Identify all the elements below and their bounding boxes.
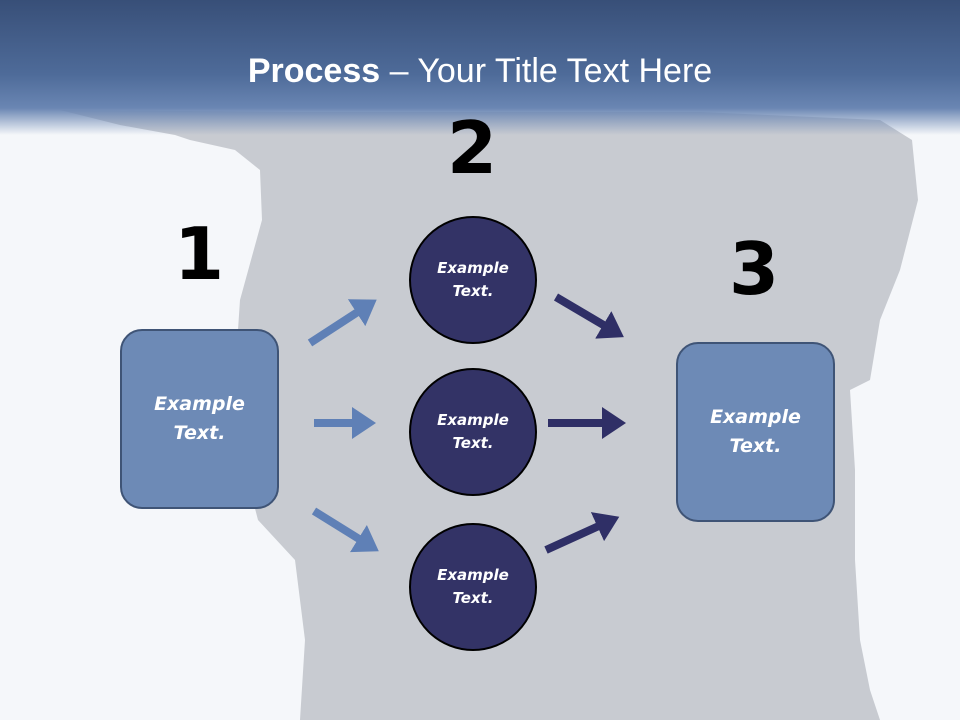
step-number-2: 2 bbox=[446, 106, 498, 190]
circle-text-line1: Example bbox=[437, 411, 509, 429]
circle-text-line1: Example bbox=[437, 566, 509, 584]
box-text-line1: Example bbox=[710, 406, 801, 428]
box-text-line2: Text. bbox=[173, 422, 226, 444]
step-number-1: 1 bbox=[173, 212, 225, 296]
arrow-from-circle-bottom bbox=[544, 512, 620, 554]
arrow-to-circle-top bbox=[307, 299, 377, 347]
circle-text-line2: Text. bbox=[452, 434, 494, 452]
title-rest: – Your Title Text Here bbox=[380, 52, 713, 90]
title-bold: Process bbox=[247, 52, 381, 90]
circle-text-line1: Example bbox=[437, 259, 509, 277]
title-bar bbox=[0, 0, 960, 135]
circle-text-line2: Text. bbox=[452, 589, 494, 607]
box-text-line2: Text. bbox=[729, 435, 782, 457]
slide-title: Process – Your Title Text Here bbox=[0, 52, 960, 91]
circle-text-line2: Text. bbox=[452, 282, 494, 300]
box-text-line1: Example bbox=[154, 393, 245, 415]
arrow-to-circle-bottom bbox=[311, 507, 379, 553]
step-number-3: 3 bbox=[728, 227, 780, 311]
arrow-from-circle-top bbox=[553, 293, 624, 339]
